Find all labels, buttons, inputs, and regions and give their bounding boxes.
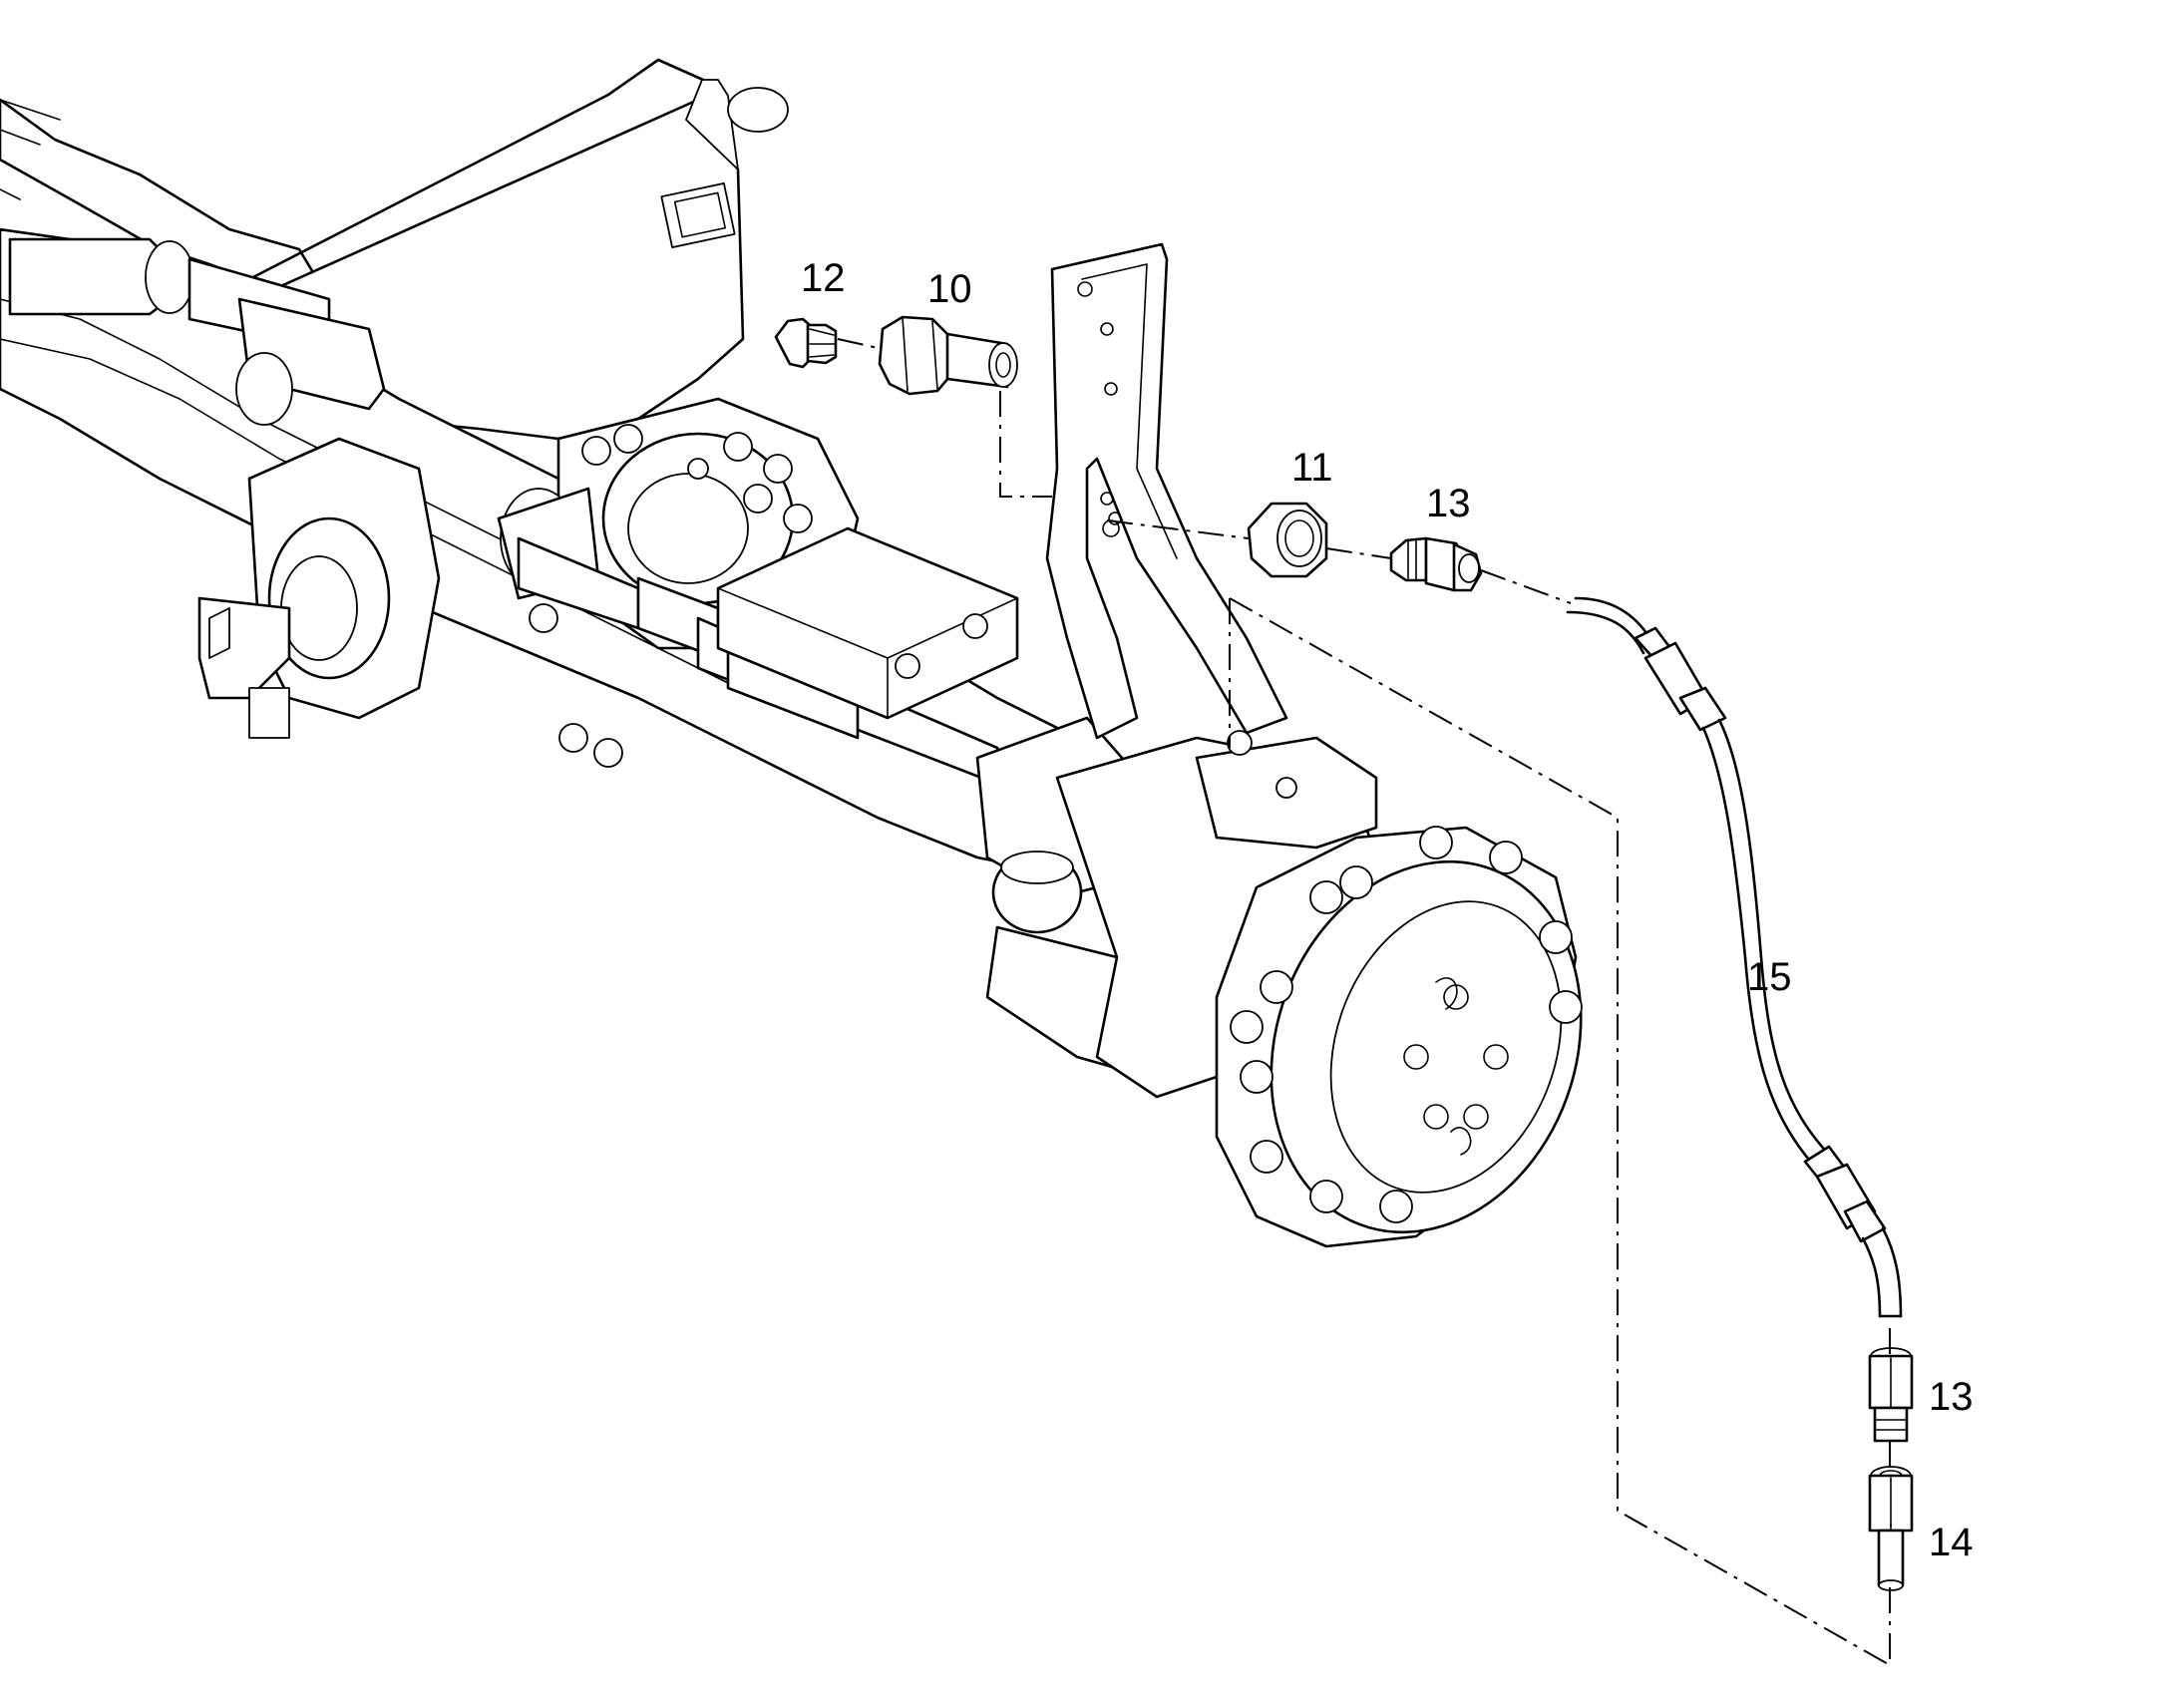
callout-11: 11 <box>1291 446 1333 490</box>
callout-13-upper: 13 <box>1426 482 1471 525</box>
assembly-leader-lines <box>837 338 1891 1666</box>
part-11-nut <box>1247 502 1328 578</box>
callout-13-lower: 13 <box>1929 1375 1974 1419</box>
part-13-adapter-upper <box>1389 536 1483 592</box>
callout-10: 10 <box>927 267 972 311</box>
part-13-adapter-lower <box>1868 1347 1914 1443</box>
part-14-adapter <box>1868 1466 1914 1591</box>
callout-15: 15 <box>1747 955 1792 999</box>
callout-12: 12 <box>801 256 846 300</box>
part-12-fitting <box>774 317 838 369</box>
part-10-coupling <box>878 315 1018 396</box>
front-axle-assembly <box>0 58 1583 1248</box>
callout-14: 14 <box>1929 1521 1974 1564</box>
part-15-hose <box>1566 596 1903 1318</box>
